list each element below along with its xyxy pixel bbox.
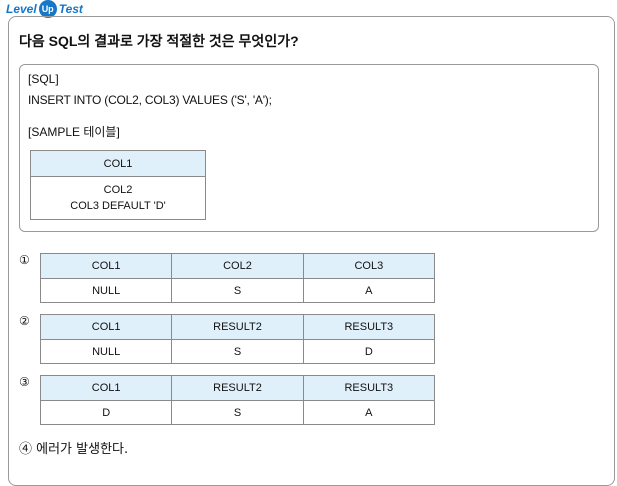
sample-table: COL1 COL2 COL3 DEFAULT 'D' — [30, 150, 206, 220]
table-cell: S — [171, 400, 304, 425]
sample-line-col3-default: COL3 DEFAULT 'D' — [70, 200, 166, 212]
option-3-marker[interactable]: ③ — [19, 375, 30, 389]
question-text: 다음 SQL의 결과로 가장 적절한 것은 무엇인가? — [19, 33, 299, 49]
table-header-cell: COL1 — [39, 253, 173, 279]
table-cell: S — [171, 339, 304, 364]
sql-heading: [SQL] — [28, 72, 59, 86]
sample-heading: [SAMPLE 테이블] — [28, 125, 120, 139]
table-header-cell: RESULT2 — [171, 314, 304, 340]
table-cell: S — [171, 278, 304, 303]
sql-box — [19, 64, 599, 232]
option-1-marker[interactable]: ① — [19, 253, 30, 267]
table-cell: NULL — [39, 339, 173, 364]
logo-up-badge: Up — [38, 0, 57, 18]
table-header-cell: COL2 — [171, 253, 304, 279]
sample-body-cell: COL2 COL3 DEFAULT 'D' — [30, 176, 206, 220]
level-up-test-logo: Level Up Test — [6, 0, 83, 18]
table-header-cell: COL1 — [39, 375, 173, 401]
table-cell: NULL — [39, 278, 173, 303]
table-cell: A — [302, 400, 436, 425]
sample-line-col2: COL2 — [103, 184, 133, 196]
option-3-table[interactable]: COL1 RESULT2 RESULT3 D S A — [39, 375, 436, 425]
logo-level-text: Level — [6, 2, 37, 16]
table-header-cell: RESULT3 — [302, 375, 436, 401]
option-2-marker[interactable]: ② — [19, 314, 30, 328]
sample-header-cell: COL1 — [30, 150, 206, 177]
option-4-text[interactable]: ④ 에러가 발생한다. — [19, 442, 129, 457]
option-1-table[interactable]: COL1 COL2 COL3 NULL S A — [39, 253, 436, 303]
logo-test-text: Test — [58, 2, 83, 16]
table-header-cell: RESULT2 — [171, 375, 304, 401]
sql-code: INSERT INTO (COL2, COL3) VALUES ('S', 'A… — [28, 93, 272, 107]
option-2-table[interactable]: COL1 RESULT2 RESULT3 NULL S D — [39, 314, 436, 364]
table-header-cell: RESULT3 — [302, 314, 436, 340]
logo-up-text: Up — [41, 4, 54, 14]
table-cell: A — [302, 278, 436, 303]
table-header-cell: COL3 — [302, 253, 436, 279]
table-header-cell: COL1 — [39, 314, 173, 340]
table-cell: D — [302, 339, 436, 364]
table-cell: D — [39, 400, 173, 425]
